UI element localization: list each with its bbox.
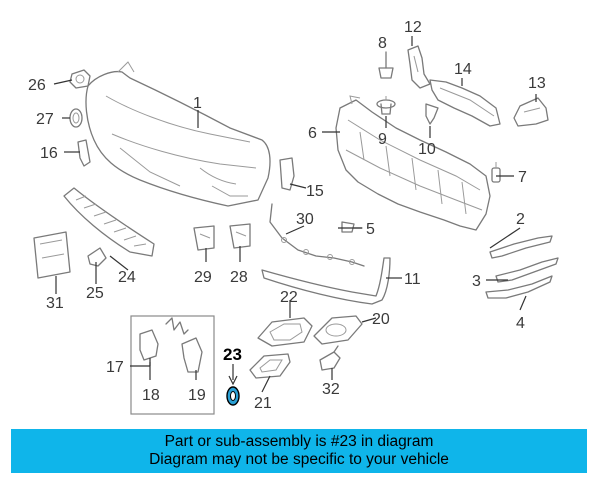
part-11-trim-strip bbox=[261, 257, 391, 305]
part-10-clip bbox=[425, 103, 439, 125]
part-15-bracket bbox=[279, 157, 295, 191]
part-16-bracket bbox=[77, 139, 91, 167]
callout-29: 29 bbox=[194, 269, 212, 286]
callout-9: 9 bbox=[378, 131, 387, 148]
part-2-molding bbox=[489, 235, 553, 259]
part-14-bracket bbox=[429, 79, 501, 127]
part-30-wiring-harness bbox=[269, 203, 365, 267]
part-26-sensor bbox=[69, 69, 91, 89]
part-21-bezel bbox=[249, 353, 291, 379]
part-5-clip bbox=[341, 221, 363, 233]
part-12-bracket bbox=[407, 45, 431, 89]
callout-14: 14 bbox=[454, 61, 472, 78]
callout-8: 8 bbox=[378, 35, 387, 52]
callout-10: 10 bbox=[418, 141, 436, 158]
callout-labels: 1 2 3 4 5 6 7 8 9 10 11 12 13 14 15 16 1… bbox=[28, 19, 546, 412]
callout-5: 5 bbox=[366, 221, 375, 238]
part-20-fog-lamp bbox=[313, 315, 363, 345]
callout-22: 22 bbox=[280, 289, 298, 306]
part-13-bracket bbox=[513, 97, 549, 127]
callout-25: 25 bbox=[86, 285, 104, 302]
banner-line-1: Part or sub-assembly is #23 in diagram bbox=[164, 433, 434, 450]
callout-12: 12 bbox=[404, 19, 422, 36]
part-24-lower-grille bbox=[63, 187, 155, 257]
callout-23: 23 bbox=[223, 345, 242, 364]
banner-line-2: Diagram may not be specific to your vehi… bbox=[149, 451, 449, 468]
part-22-fog-housing bbox=[257, 317, 313, 347]
callout-6: 6 bbox=[308, 125, 317, 142]
part-1-bumper-cover bbox=[85, 61, 271, 207]
callout-4: 4 bbox=[516, 315, 525, 332]
info-banner: Part or sub-assembly is #23 in diagram D… bbox=[11, 429, 587, 473]
part-7-screw bbox=[491, 162, 501, 183]
callout-15: 15 bbox=[306, 183, 324, 200]
callout-26: 26 bbox=[28, 77, 46, 94]
part-27-bezel bbox=[69, 108, 83, 128]
parts-diagram: 1 2 3 4 5 6 7 8 9 10 11 12 13 14 15 16 1… bbox=[28, 19, 559, 415]
part-28-bracket bbox=[229, 223, 251, 249]
callout-18: 18 bbox=[142, 387, 160, 404]
part-32-bulb bbox=[319, 345, 341, 371]
part-4-molding bbox=[485, 275, 553, 299]
part-25-bracket bbox=[87, 247, 107, 267]
part-31-license-bracket bbox=[33, 231, 71, 279]
part-29-bracket bbox=[193, 225, 215, 251]
callout-27: 27 bbox=[36, 111, 54, 128]
part-9-clip bbox=[376, 96, 396, 115]
detail-box bbox=[130, 315, 215, 415]
callout-7: 7 bbox=[518, 169, 527, 186]
callout-13: 13 bbox=[528, 75, 546, 92]
part-8-bolt bbox=[378, 51, 394, 79]
callout-2: 2 bbox=[516, 211, 525, 228]
part-19-clip bbox=[181, 337, 203, 373]
callout-16: 16 bbox=[40, 145, 58, 162]
callout-19: 19 bbox=[188, 387, 206, 404]
callout-31: 31 bbox=[46, 295, 64, 312]
part-6-bumper-reinforcement bbox=[335, 95, 491, 231]
callout-20: 20 bbox=[372, 311, 390, 328]
part-23-seal bbox=[226, 386, 240, 406]
callout-28: 28 bbox=[230, 269, 248, 286]
callout-1: 1 bbox=[193, 95, 202, 112]
callout-24: 24 bbox=[118, 269, 136, 286]
leader-lines bbox=[53, 36, 537, 393]
part-3-molding bbox=[495, 257, 559, 283]
callout-32: 32 bbox=[322, 381, 340, 398]
callout-21: 21 bbox=[254, 395, 272, 412]
callout-30: 30 bbox=[296, 211, 314, 228]
callout-11: 11 bbox=[404, 271, 421, 288]
part-18-clip bbox=[139, 329, 159, 361]
part-17-bracket-wire bbox=[165, 317, 189, 335]
callout-17: 17 bbox=[106, 359, 124, 376]
callout-3: 3 bbox=[472, 273, 481, 290]
